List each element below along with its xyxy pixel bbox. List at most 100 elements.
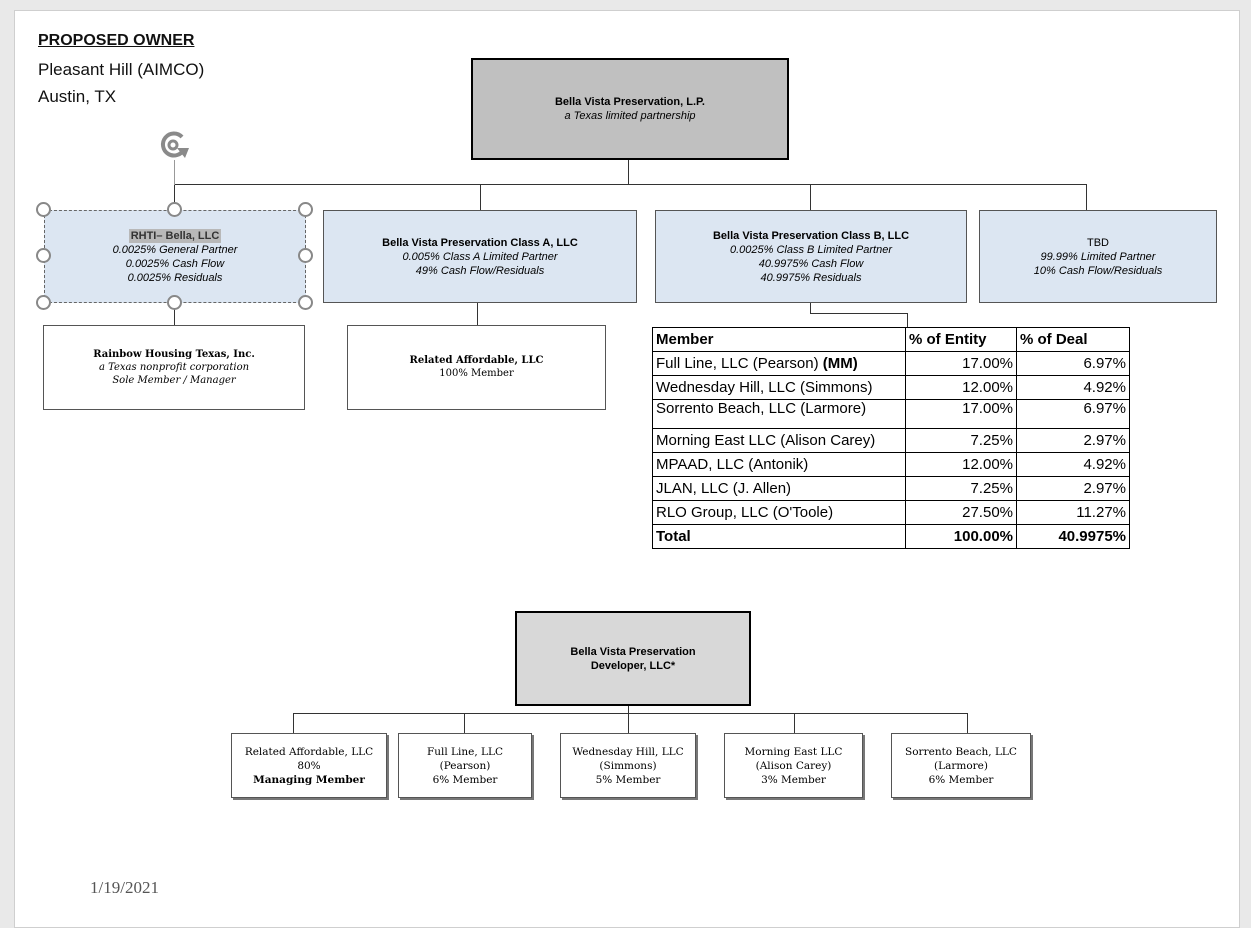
table-row: Sorrento Beach, LLC (Larmore) 17.00% 6.9… — [652, 399, 1130, 429]
entity-cell: 27.50% — [905, 500, 1017, 525]
member-cell: MPAAD, LLC (Antonik) — [652, 452, 906, 477]
member-name: Full Line, LLC (Pearson) — [656, 355, 823, 372]
document-date: 1/19/2021 — [90, 878, 159, 897]
deal-cell: 4.92% — [1016, 375, 1130, 400]
deal-cell: 2.97% — [1016, 428, 1130, 453]
dev-member-box: Morning East LLC (Alison Carey) 3% Membe… — [724, 733, 863, 798]
class-b-line-3: 40.9975% Residuals — [760, 271, 862, 284]
tbd-line-1: 99.99% Limited Partner — [1040, 250, 1156, 263]
dev-member-line-3: 3% Member — [761, 773, 826, 786]
gp-entity-name: RHTI– Bella, LLC — [128, 228, 222, 243]
connector — [628, 706, 629, 714]
top-entity-box: Bella Vista Preservation, L.P. a Texas l… — [471, 58, 789, 160]
class-b-name: Bella Vista Preservation Class B, LLC — [712, 229, 910, 242]
developer-line-1: Bella Vista Preservation — [570, 645, 696, 658]
dev-member-line-3: 6% Member — [928, 773, 994, 786]
dev-member-line-1: Full Line, LLC — [426, 745, 504, 758]
table-total-row: Total 100.00% 40.9975% — [652, 524, 1130, 549]
connector — [810, 303, 811, 314]
resize-handle-icon[interactable] — [36, 295, 51, 310]
connector — [907, 313, 908, 327]
connector — [464, 713, 465, 733]
class-a-name: Bella Vista Preservation Class A, LLC — [382, 236, 578, 249]
member-cell: Wednesday Hill, LLC (Simmons) — [652, 375, 906, 400]
resize-handle-icon[interactable] — [36, 202, 51, 217]
connector — [293, 713, 968, 714]
header-line-1: Pleasant Hill (AIMCO) — [38, 60, 205, 79]
total-deal: 40.9975% — [1016, 524, 1130, 549]
resize-handle-icon[interactable] — [167, 295, 182, 310]
connector — [810, 313, 908, 314]
connector — [293, 713, 294, 733]
resize-handle-icon[interactable] — [167, 202, 182, 217]
top-entity-name: Bella Vista Preservation, L.P. — [554, 96, 705, 108]
dev-member-line-1: Wednesday Hill, LLC — [572, 745, 684, 758]
dev-member-box: Related Affordable, LLC 80% Managing Mem… — [231, 733, 387, 798]
class-b-line-1: 0.0025% Class B Limited Partner — [729, 243, 893, 256]
class-b-line-2: 40.9975% Cash Flow — [758, 257, 864, 270]
related-box: Related Affordable, LLC 100% Member — [347, 325, 606, 410]
connector — [174, 184, 175, 210]
total-label: Total — [652, 524, 906, 549]
tbd-box: TBD 99.99% Limited Partner 10% Cash Flow… — [979, 210, 1217, 303]
top-entity-desc: a Texas limited partnership — [564, 110, 696, 122]
dev-member-line-2: (Alison Carey) — [755, 759, 832, 772]
gp-entity-box[interactable]: RHTI– Bella, LLC 0.0025% General Partner… — [44, 210, 306, 303]
deal-cell: 6.97% — [1016, 351, 1130, 376]
member-cell: Full Line, LLC (Pearson) (MM) — [652, 351, 906, 376]
related-name: Related Affordable, LLC — [409, 355, 544, 366]
dev-member-box: Full Line, LLC (Pearson) 6% Member — [398, 733, 532, 798]
member-tag: (MM) — [822, 355, 858, 372]
class-a-line-2: 49% Cash Flow/Residuals — [415, 264, 545, 277]
connector — [967, 713, 968, 733]
deal-cell: 2.97% — [1016, 476, 1130, 501]
column-header: % of Entity — [905, 327, 1017, 352]
rotate-handle-icon[interactable] — [157, 128, 191, 162]
gp-entity-line-3: 0.0025% Residuals — [127, 271, 223, 284]
dev-member-line-2: (Pearson) — [439, 759, 491, 772]
entity-cell: 12.00% — [905, 452, 1017, 477]
rainbow-line-1: a Texas nonprofit corporation — [98, 362, 250, 373]
rainbow-box: Rainbow Housing Texas, Inc. a Texas nonp… — [43, 325, 305, 410]
dev-member-line-2: (Simmons) — [599, 759, 657, 772]
column-header: Member — [652, 327, 906, 352]
rainbow-line-2: Sole Member / Manager — [112, 375, 236, 386]
table-row: RLO Group, LLC (O'Toole) 27.50% 11.27% — [652, 500, 1130, 525]
table-header-row: Member % of Entity % of Deal — [652, 327, 1130, 352]
resize-handle-icon[interactable] — [298, 295, 313, 310]
resize-handle-icon[interactable] — [36, 248, 51, 263]
entity-cell: 17.00% — [905, 351, 1017, 376]
dev-member-line-2: (Larmore) — [934, 759, 988, 772]
dev-member-line-3: 5% Member — [595, 773, 661, 786]
developer-line-2: Developer, LLC* — [590, 659, 676, 672]
member-cell: RLO Group, LLC (O'Toole) — [652, 500, 906, 525]
related-line-1: 100% Member — [439, 368, 514, 379]
entity-cell: 7.25% — [905, 428, 1017, 453]
column-header: % of Deal — [1016, 327, 1130, 352]
table-row: Wednesday Hill, LLC (Simmons) 12.00% 4.9… — [652, 375, 1130, 400]
tbd-name: TBD — [1087, 236, 1109, 249]
resize-handle-icon[interactable] — [298, 248, 313, 263]
member-cell: JLAN, LLC (J. Allen) — [652, 476, 906, 501]
class-a-box: Bella Vista Preservation Class A, LLC 0.… — [323, 210, 637, 303]
connector — [794, 713, 795, 733]
table-row: Morning East LLC (Alison Carey) 7.25% 2.… — [652, 428, 1130, 453]
deal-cell: 11.27% — [1016, 500, 1130, 525]
connector — [1086, 184, 1087, 210]
entity-cell: 12.00% — [905, 375, 1017, 400]
dev-member-line-1: Morning East LLC — [744, 745, 843, 758]
connector — [174, 303, 175, 325]
deal-cell: 6.97% — [1016, 399, 1130, 429]
rotate-handle-stem — [174, 160, 175, 185]
dev-member-box: Wednesday Hill, LLC (Simmons) 5% Member — [560, 733, 696, 798]
connector — [628, 160, 629, 185]
dev-member-line-1: Sorrento Beach, LLC — [905, 745, 1017, 758]
header-line-2: Austin, TX — [38, 87, 117, 106]
member-cell: Sorrento Beach, LLC (Larmore) — [652, 399, 906, 429]
dev-member-role: Managing Member — [253, 773, 365, 786]
resize-handle-icon[interactable] — [298, 202, 313, 217]
dev-member-line-3: 6% Member — [432, 773, 498, 786]
connector — [174, 184, 1086, 185]
header-title: PROPOSED OWNER — [38, 32, 195, 49]
connector — [480, 184, 481, 210]
